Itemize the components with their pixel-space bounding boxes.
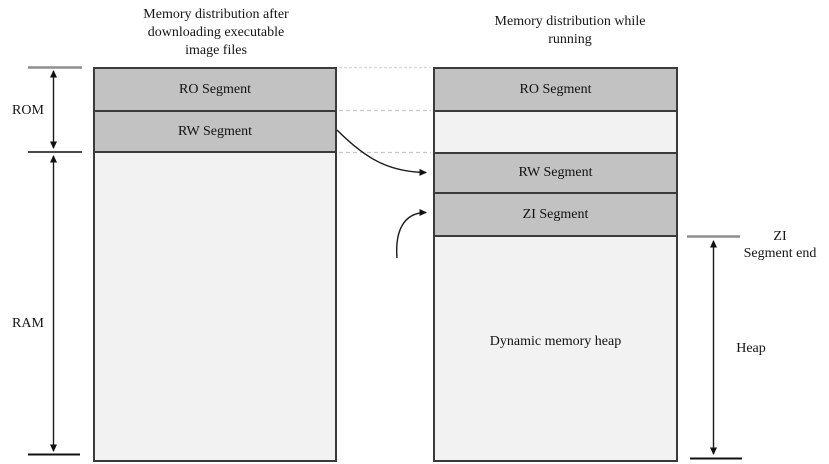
memory-column-running: RO Segment RW Segment ZI Segment Dynamic… xyxy=(433,67,678,462)
segment-rw-right: RW Segment xyxy=(435,154,676,194)
left-column-title: Memory distribution after downloading ex… xyxy=(108,6,324,60)
segment-zi-right: ZI Segment xyxy=(435,194,676,237)
rom-label: ROM xyxy=(12,103,44,118)
memory-column-after-download: RO Segment RW Segment xyxy=(93,67,337,462)
zi-segment-end-line-1: ZI xyxy=(773,229,787,244)
heap-label: Heap xyxy=(736,341,766,356)
segment-heap-right-label: Dynamic memory heap xyxy=(489,333,622,349)
ram-label: RAM xyxy=(12,316,44,331)
right-column-title: Memory distribution while running xyxy=(455,13,685,49)
segment-rw-left: RW Segment xyxy=(95,112,335,153)
segment-rw-right-label: RW Segment xyxy=(518,165,593,180)
left-title-line-3: image files xyxy=(185,43,247,58)
segment-ro-right: RO Segment xyxy=(435,69,676,112)
zi-segment-end-line-2: Segment end xyxy=(743,246,817,261)
segment-rw-left-label: RW Segment xyxy=(177,123,253,139)
segment-zi-right-label: ZI Segment xyxy=(522,206,589,222)
zi-segment-end-label: ZI Segment end xyxy=(728,228,829,262)
left-title-line-1: Memory distribution after xyxy=(143,7,289,22)
segment-gap-right xyxy=(435,112,676,154)
segment-heap-right: Dynamic memory heap xyxy=(435,237,676,460)
zi-creation-arrow xyxy=(396,209,427,259)
segment-ro-right-label: RO Segment xyxy=(519,81,592,97)
rw-relocation-arrow xyxy=(336,129,427,176)
segment-empty-left xyxy=(95,153,335,460)
right-title-line-2: running xyxy=(548,32,592,47)
right-title-line-1: Memory distribution while xyxy=(494,14,646,29)
segment-ro-left: RO Segment xyxy=(95,69,335,112)
left-title-line-2: downloading executable xyxy=(147,25,285,40)
segment-ro-left-label: RO Segment xyxy=(179,81,251,97)
